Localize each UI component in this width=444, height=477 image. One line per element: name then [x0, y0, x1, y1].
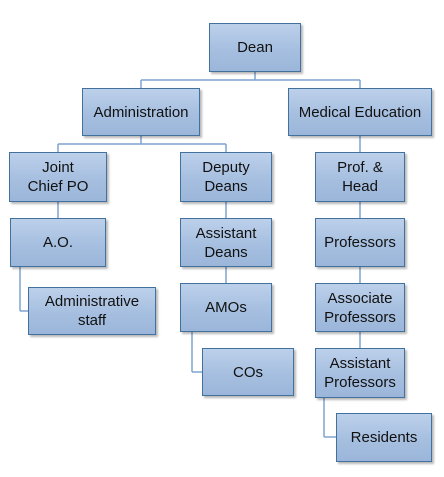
- ao-box: A.O.: [10, 218, 106, 267]
- deputy-deans-box: Deputy Deans: [180, 152, 272, 202]
- administration-label: Administration: [93, 103, 189, 121]
- cos-box: COs: [202, 348, 294, 396]
- medical-education-label: Medical Education: [298, 103, 422, 121]
- deputy-deans-label: Deputy Deans: [202, 159, 250, 195]
- administrative-staff-label: Administrative staff: [44, 293, 140, 329]
- medical-education-box: Medical Education: [288, 88, 432, 136]
- administration-box: Administration: [82, 88, 200, 136]
- residents-box: Residents: [336, 413, 432, 462]
- amos-box: AMOs: [180, 283, 272, 332]
- dean-label: Dean: [237, 39, 273, 56]
- administrative-staff-box: Administrative staff: [28, 287, 156, 335]
- prof-head-label: Prof. & Head: [337, 159, 383, 195]
- amos-label: AMOs: [205, 299, 247, 316]
- professors-box: Professors: [315, 218, 405, 267]
- joint-chief-po-box: Joint Chief PO: [9, 152, 107, 202]
- dean-box: Dean: [209, 23, 301, 72]
- prof-head-box: Prof. & Head: [315, 152, 405, 202]
- residents-label: Residents: [350, 429, 418, 446]
- associate-professors-box: Associate Professors: [315, 283, 405, 332]
- assistant-professors-label: Assistant Professors: [324, 355, 396, 391]
- ao-label: A.O.: [42, 234, 73, 251]
- joint-chief-po-label: Joint Chief PO: [27, 159, 89, 195]
- assistant-professors-box: Assistant Professors: [315, 348, 405, 398]
- professors-label: Professors: [324, 234, 396, 251]
- cos-label: COs: [233, 363, 263, 381]
- assistant-deans-label: Assistant Deans: [195, 224, 257, 261]
- assistant-deans-box: Assistant Deans: [180, 218, 272, 267]
- associate-professors-label: Associate Professors: [324, 289, 396, 326]
